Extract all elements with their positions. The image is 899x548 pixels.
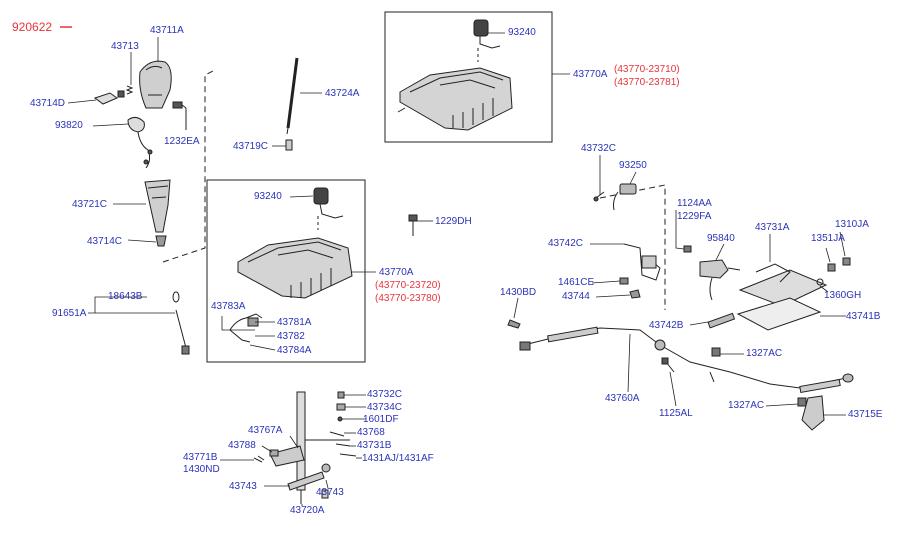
label-43743-left: 43743 [229, 481, 257, 492]
label-1360GH: 1360GH [824, 290, 862, 301]
small-parts-bottom [253, 391, 357, 499]
label-43731A-right: 43731A [755, 222, 790, 233]
label-43781A: 43781A [277, 317, 312, 328]
label-1310JA: 1310JA [835, 219, 869, 230]
label-93240-top: 93240 [508, 27, 536, 38]
label-43782: 43782 [277, 331, 305, 342]
label-93250: 93250 [619, 160, 647, 171]
shift-lever-43720A [269, 391, 350, 504]
shift-cable-43760A [519, 326, 854, 394]
label-93240-mid: 93240 [254, 191, 282, 202]
label-43742C: 43742C [548, 238, 584, 249]
console-cover-mid [237, 237, 353, 299]
label-43783A: 43783A [211, 301, 246, 312]
label-43714D: 43714D [30, 98, 66, 109]
bolt-43732C-right [593, 191, 605, 202]
label-43771B: 43771B [183, 452, 218, 463]
clip-1430BD [507, 319, 521, 329]
bush-1461CE [619, 277, 629, 285]
switch-93820 [127, 116, 153, 169]
console-cover-top [397, 67, 513, 131]
boot-43721C [144, 179, 171, 233]
cable-91651A [172, 291, 190, 355]
label-43731B: 43731B [357, 440, 392, 451]
label-1430BD: 1430BD [500, 287, 537, 298]
leader-lines [67, 32, 846, 506]
sensor-95840 [699, 259, 741, 301]
plate-43741B [736, 297, 822, 331]
label-43770A-mid: 43770A [379, 267, 414, 278]
pin-43744 [629, 289, 641, 299]
label-1124AA: 1124AA [677, 198, 712, 209]
indicator-93240-mid [313, 187, 344, 230]
label-43742B: 43742B [649, 320, 684, 331]
label-43767A: 43767A [248, 425, 283, 436]
label-43711A: 43711A [150, 25, 184, 36]
pin-43719C [285, 139, 293, 151]
shift-knob [139, 60, 172, 109]
label-18643B: 18643B [108, 291, 143, 302]
label-43713: 43713 [111, 41, 139, 52]
nut-1124AA [683, 245, 692, 253]
bushings-1310JA-1351JA [827, 257, 851, 272]
rod-43724A [286, 57, 299, 135]
diagram-code: 920622 [12, 20, 53, 34]
label-43743-right: 43743 [316, 487, 344, 498]
label-43721C: 43721C [72, 199, 108, 210]
label-43734C: 43734C [367, 402, 403, 413]
label-43741B: 43741B [846, 311, 881, 322]
screw-1232EA [172, 101, 187, 130]
label-1601DF: 1601DF [363, 414, 399, 425]
label-1351JA: 1351JA [811, 233, 845, 244]
label-43770-23720: (43770-23720) [375, 280, 441, 291]
label-43784A: 43784A [277, 345, 312, 356]
nut-1327AC-top [711, 347, 721, 357]
label-43720A: 43720A [290, 505, 325, 516]
bolt-1125AL [661, 357, 675, 373]
label-43770-23781: (43770-23781) [614, 77, 680, 88]
label-1461CE: 1461CE [558, 277, 595, 288]
label-1327AC-top: 1327AC [746, 348, 783, 359]
label-1430ND: 1430ND [183, 464, 220, 475]
label-1125AL: 1125AL [659, 408, 693, 419]
label-43770-23780: (43770-23780) [375, 293, 441, 304]
label-43715E: 43715E [848, 409, 883, 420]
bolt-1229DH [408, 214, 418, 236]
bracket-43731A [738, 263, 828, 307]
label-91651A: 91651A [52, 308, 87, 319]
spring-43713 [125, 85, 134, 95]
label-43732C-bottom: 43732C [367, 389, 403, 400]
label-43732C-right: 43732C [581, 143, 617, 154]
cable-end-43742B [707, 312, 736, 329]
label-1229DH: 1229DH [435, 216, 472, 227]
lever-43742C [623, 243, 661, 281]
label-43770-23710: (43770-23710) [614, 64, 680, 75]
label-1232EA: 1232EA [164, 136, 200, 147]
clip-43714C [155, 235, 167, 247]
harness-43783A [229, 313, 263, 343]
label-1229FA: 1229FA [677, 211, 712, 222]
assembly-box-top [384, 11, 553, 143]
dash-connector-knob [162, 69, 216, 263]
bracket-43715E [801, 395, 825, 431]
label-43760A: 43760A [605, 393, 640, 404]
assembly-box-middle [206, 179, 366, 363]
label-43724A: 43724A [325, 88, 360, 99]
label-1327AC-bot: 1327AC [728, 400, 765, 411]
label-43768: 43768 [357, 427, 385, 438]
label-43788: 43788 [228, 440, 256, 451]
nut-1327AC-bot [797, 397, 807, 407]
switch-93250 [613, 183, 637, 211]
label-1431AJ-1431AF: 1431AJ/1431AF [362, 453, 434, 464]
label-93820: 93820 [55, 120, 83, 131]
label-43719C: 43719C [233, 141, 269, 152]
label-43714C: 43714C [87, 236, 123, 247]
indicator-93240-top [473, 19, 501, 62]
knob-button [93, 90, 125, 105]
label-95840: 95840 [707, 233, 735, 244]
label-43770A-top: 43770A [573, 69, 608, 80]
label-43744: 43744 [562, 291, 590, 302]
